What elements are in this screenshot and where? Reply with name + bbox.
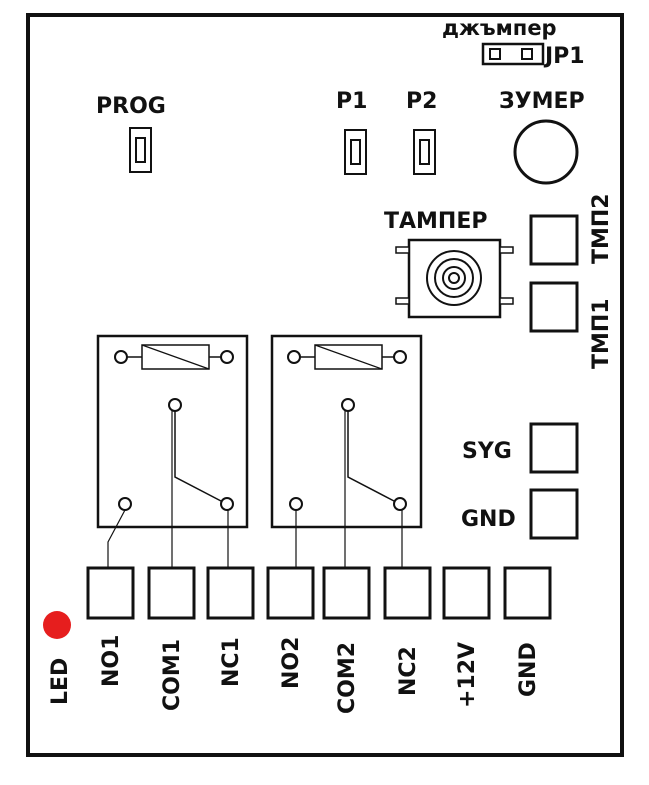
- terminal-label-gnd: GND: [516, 642, 541, 697]
- syg-label: SYG: [462, 439, 512, 464]
- jp1-jumper[interactable]: [481, 42, 545, 66]
- buzzer-icon: [513, 119, 579, 185]
- p1-button[interactable]: [344, 129, 367, 175]
- terminal-gnd[interactable]: [503, 566, 552, 620]
- terminal-label-com1: COM1: [160, 639, 185, 711]
- buzzer-label: ЗУМЕР: [499, 89, 585, 114]
- terminal-12v[interactable]: [442, 566, 491, 620]
- terminal-label-no2: NO2: [279, 637, 304, 689]
- tamper-label: ТАМПЕР: [384, 209, 488, 234]
- terminal-label-com2: COM2: [335, 642, 360, 714]
- terminal-nc2[interactable]: [383, 566, 432, 620]
- jumper-label: джъмпер: [442, 16, 557, 40]
- terminal-no1[interactable]: [86, 566, 135, 620]
- tmp2-label: ТМП2: [589, 193, 614, 264]
- prog-label: PROG: [96, 94, 166, 119]
- terminal-no2[interactable]: [266, 566, 315, 620]
- relay-wires: [107, 411, 403, 568]
- terminal-com1[interactable]: [147, 566, 196, 620]
- p1-label: P1: [336, 89, 367, 114]
- jp1-label: JP1: [543, 44, 585, 69]
- relay-2: [270, 334, 423, 529]
- terminal-label-no1: NO1: [99, 635, 124, 687]
- terminal-label-nc1: NC1: [219, 637, 244, 687]
- terminal-label-12v: +12V: [455, 642, 480, 708]
- tamper-switch[interactable]: [395, 238, 514, 319]
- terminal-block: [86, 566, 552, 620]
- terminal-com2[interactable]: [322, 566, 371, 620]
- p2-label: P2: [406, 89, 437, 114]
- p2-button[interactable]: [413, 129, 436, 175]
- tmp1-terminal[interactable]: [529, 281, 579, 333]
- tmp2-terminal[interactable]: [529, 214, 579, 266]
- gnd-side-terminal[interactable]: [529, 488, 579, 540]
- tmp1-label: ТМП1: [589, 298, 614, 369]
- prog-button[interactable]: [129, 127, 152, 173]
- led-indicator: [43, 611, 71, 639]
- terminal-label-nc2: NC2: [396, 646, 421, 696]
- terminal-nc1[interactable]: [206, 566, 255, 620]
- gnd-side-label: GND: [461, 507, 516, 532]
- led-label: LED: [48, 658, 73, 705]
- syg-terminal[interactable]: [529, 422, 579, 474]
